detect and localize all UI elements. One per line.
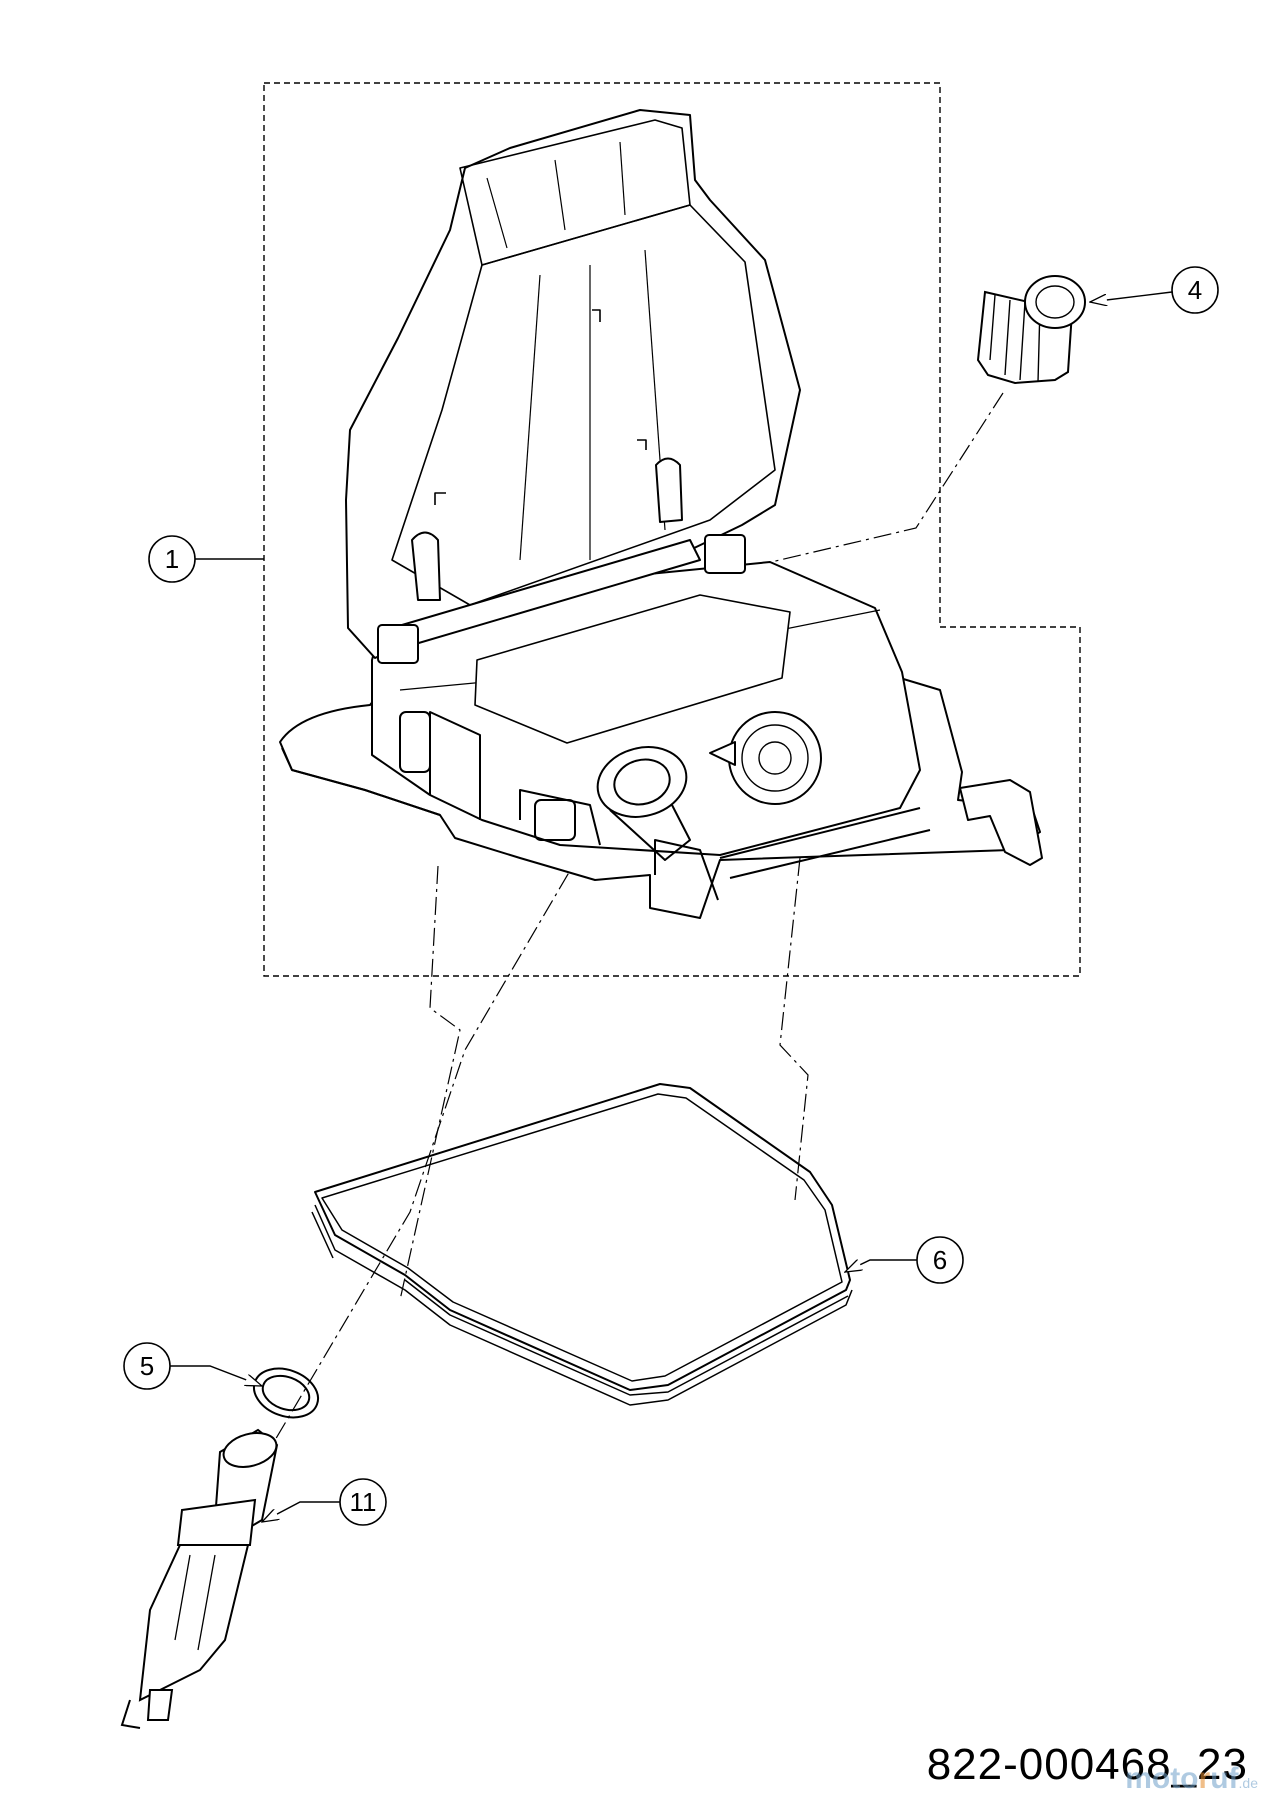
side-handle	[959, 779, 1043, 866]
svg-text:4: 4	[1188, 275, 1202, 305]
svg-text:11: 11	[350, 1487, 377, 1517]
o-ring-part-5	[253, 1367, 319, 1419]
housing-assembly-part-1	[279, 109, 1043, 919]
seal-frame-part-6	[311, 1083, 853, 1406]
callout-leaders	[170, 291, 1173, 1522]
callout-4: 4	[1171, 266, 1219, 314]
callout-5: 5	[123, 1342, 171, 1390]
callout-6: 6	[916, 1236, 964, 1284]
svg-text:5: 5	[140, 1351, 154, 1381]
diagram-part-number: 822-000468_23	[926, 1740, 1248, 1789]
connector-part-11	[120, 1428, 279, 1729]
svg-text:1: 1	[165, 544, 179, 574]
assembly-boundary	[263, 82, 1081, 977]
svg-text:6: 6	[933, 1245, 947, 1275]
callout-1: 1	[148, 535, 196, 583]
housing-lid	[345, 109, 801, 659]
knob-part-4	[976, 275, 1086, 385]
control-buttons	[709, 711, 822, 805]
watermark-logo: motoruf.de	[1125, 1762, 1258, 1795]
socket-opening	[596, 746, 691, 861]
callout-11: 11	[339, 1478, 387, 1526]
display-panel	[474, 594, 791, 744]
